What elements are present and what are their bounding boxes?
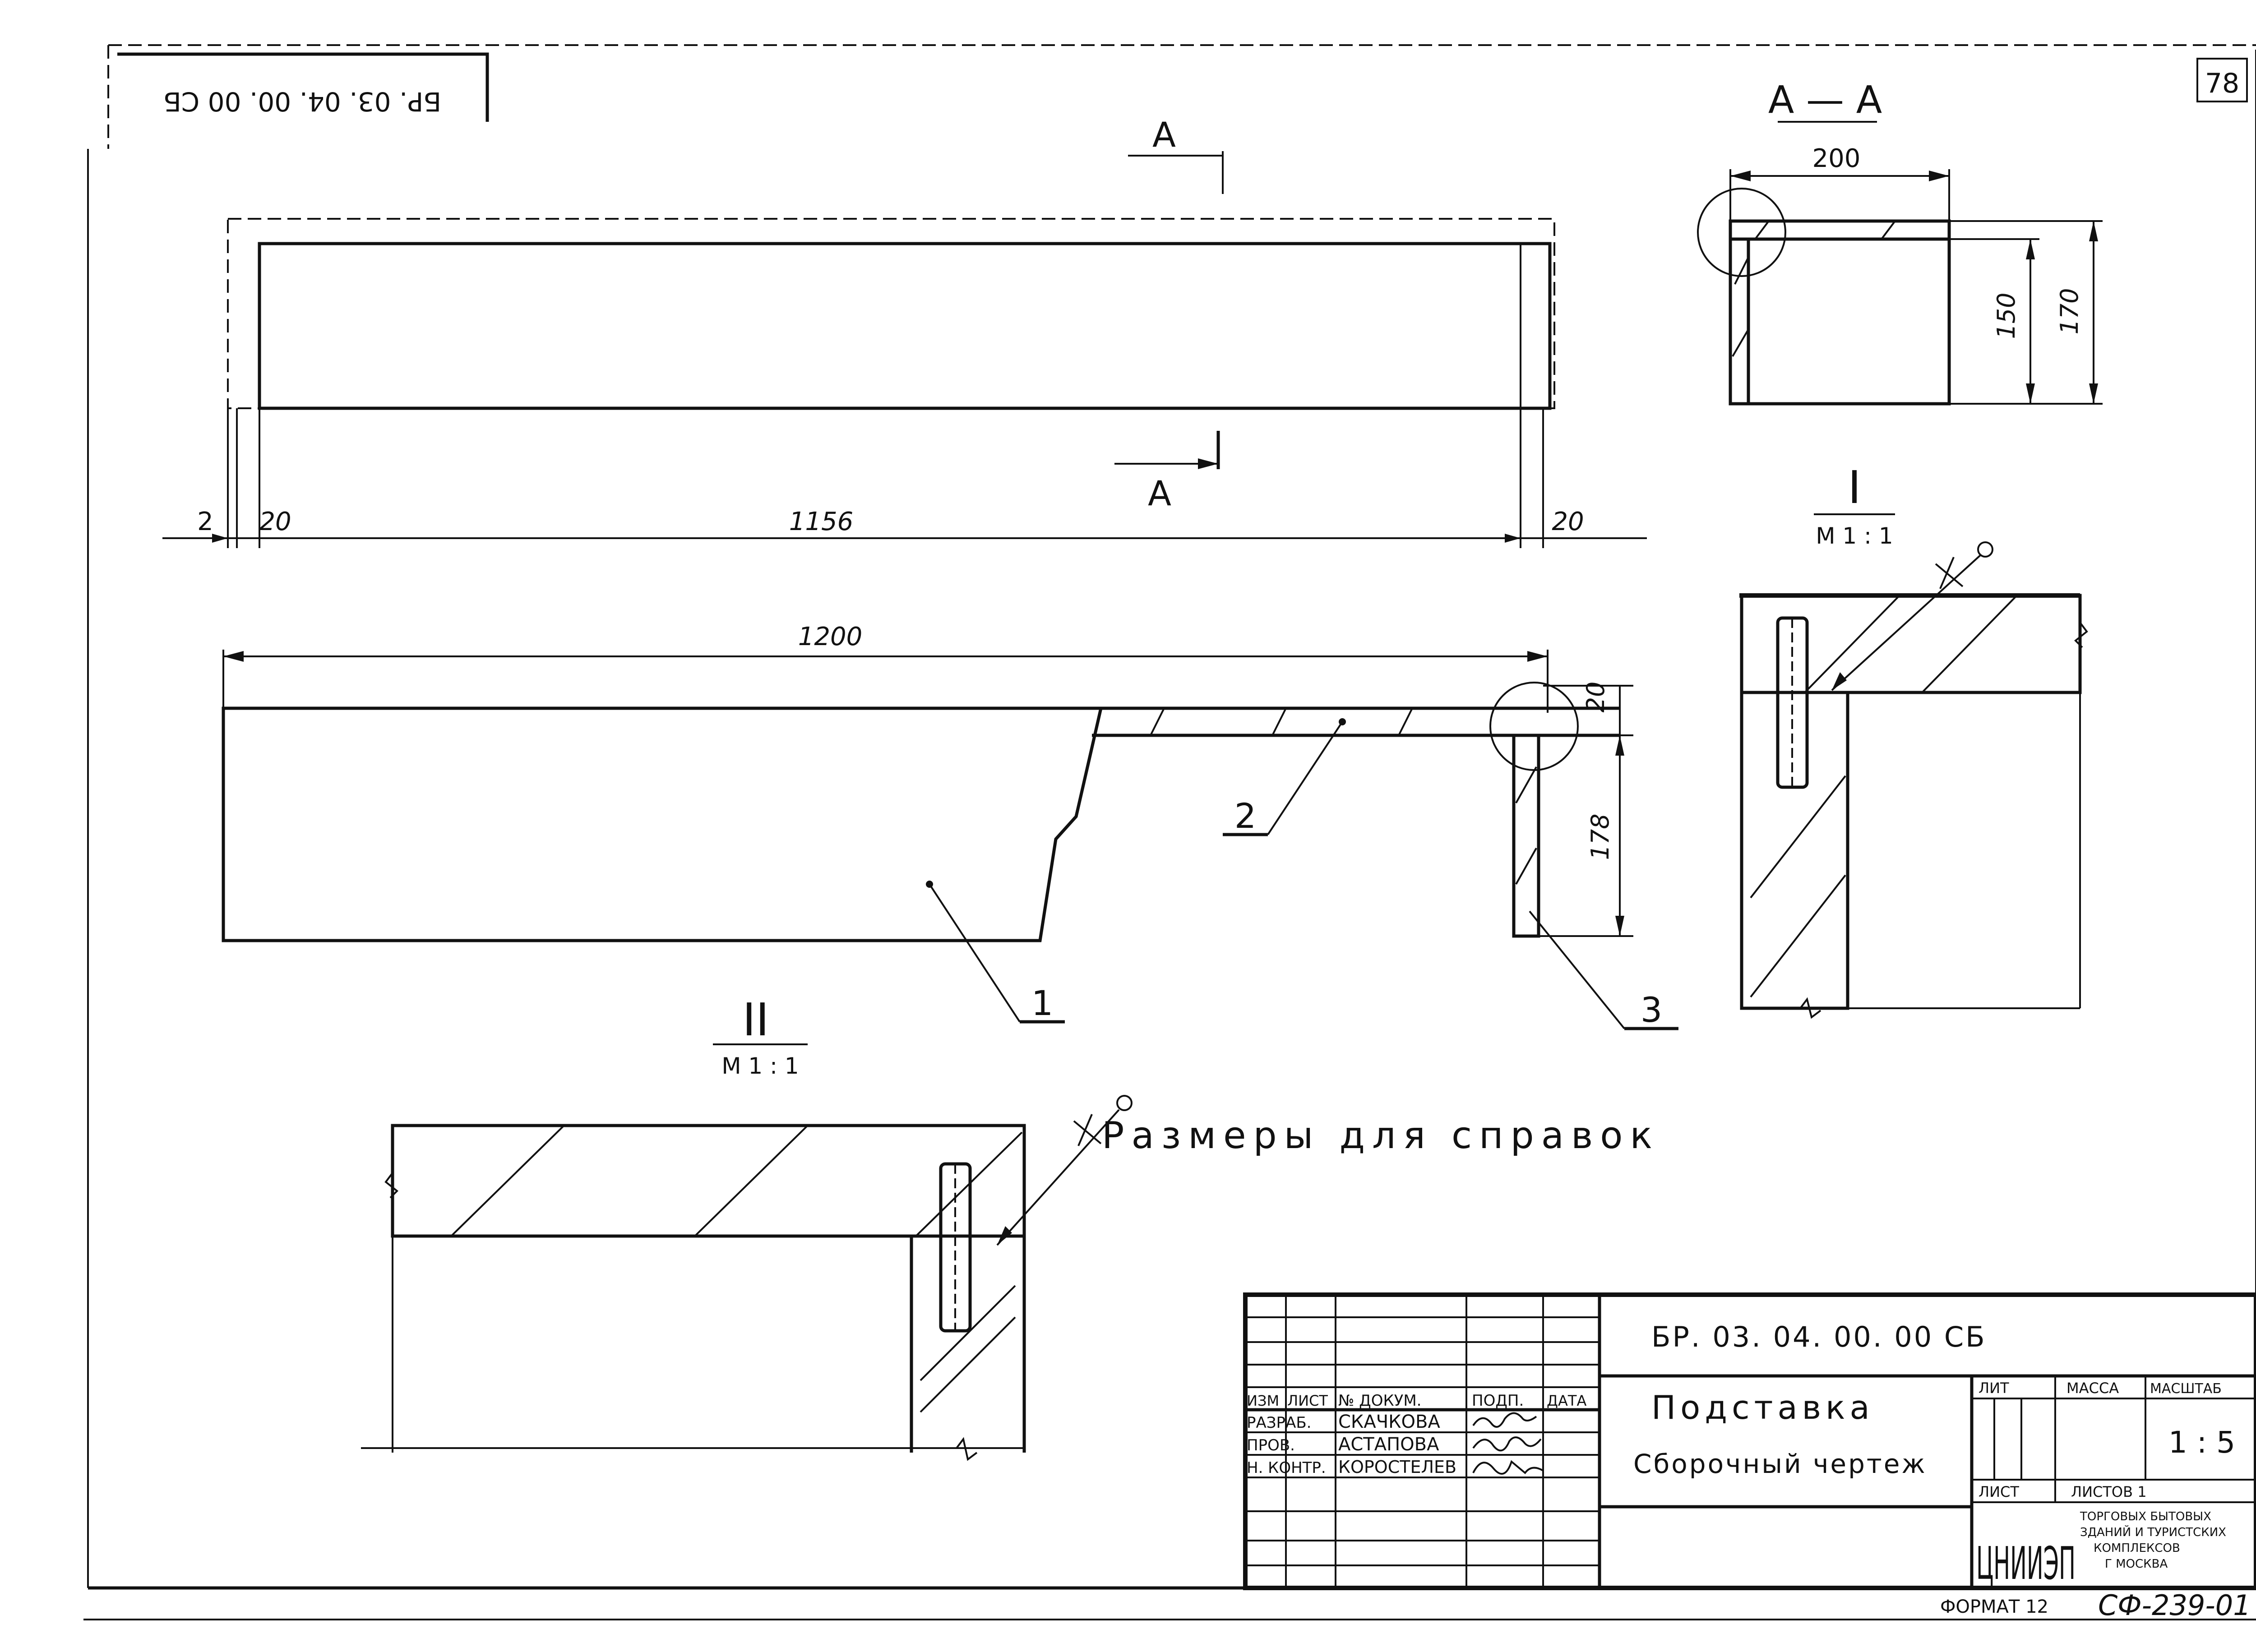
hdr-doc: № ДОКУМ. [1338, 1392, 1422, 1410]
section-a-a: А — А 200 150 170 [1697, 78, 2103, 406]
detail-i: I М 1 : 1 [1739, 461, 2088, 1019]
scale-label: МАСШТАБ [2150, 1381, 2222, 1397]
organization-line-3: КОМПЛЕКСОВ [2094, 1541, 2180, 1555]
top-view: 2 20 1156 20 [162, 218, 1647, 548]
sheets-label: ЛИСТОВ 1 [2071, 1483, 2147, 1500]
drawing-type: Сборочный чертеж [1633, 1449, 1927, 1479]
detail-ii: II М 1 : 1 [361, 993, 1133, 1461]
detail-ii-roman: II [743, 993, 769, 1046]
item-name: Подставка [1651, 1389, 1874, 1426]
role-developer: РАЗРАБ. [1247, 1414, 1311, 1432]
section-letter-bottom: А [1148, 473, 1171, 513]
front-view: 1200 20 178 [222, 622, 1633, 942]
organization-logo: ЦНИИЭП [1976, 1537, 2076, 1590]
name-norm-control: КОРОСТЕЛЕВ [1338, 1457, 1456, 1477]
section-letter-top: А [1152, 115, 1176, 155]
detail-i-roman: I [1848, 461, 1861, 514]
name-checker: АСТАПОВА [1338, 1434, 1439, 1455]
sheet-frame [83, 44, 2256, 1620]
rotated-code-text: БР. 03. 04. 00. 00 СБ [163, 86, 441, 117]
role-checker: ПРОВ. [1247, 1436, 1295, 1454]
detail-ii-scale: М 1 : 1 [721, 1053, 799, 1079]
section-mark-top: А [1128, 115, 1224, 194]
rotated-code-stamp: БР. 03. 04. 00. 00 СБ [117, 52, 489, 122]
dim-1156: 1156 [789, 507, 854, 536]
organization-line-4: Г МОСКВА [2105, 1557, 2168, 1571]
dim-20-right: 20 [1552, 507, 1584, 536]
sheet-number-box: 78 [2196, 58, 2248, 102]
dim-150: 150 [1992, 292, 2020, 339]
detail-i-scale: М 1 : 1 [1816, 523, 1893, 549]
hdr-izm: ИЗМ [1247, 1392, 1279, 1409]
sheet-label: ЛИСТ [1979, 1483, 2019, 1500]
callout-label-2: 2 [1234, 796, 1256, 836]
dim-200: 200 [1812, 144, 1861, 173]
sheet-format: ФОРМАТ 12 [1940, 1597, 2048, 1617]
hdr-list: ЛИСТ [1287, 1392, 1328, 1409]
sheet-number: 78 [2205, 68, 2239, 99]
hdr-sign: ПОДП. [1472, 1392, 1524, 1410]
scale-value: 1 : 5 [2168, 1425, 2235, 1460]
section-view-title: А — А [1768, 78, 1882, 122]
lit-label: ЛИТ [1979, 1380, 2009, 1397]
callout-label-1: 1 [1031, 983, 1053, 1023]
dim-1200: 1200 [798, 622, 863, 651]
dim-170: 170 [2055, 288, 2084, 334]
callout-label-3: 3 [1641, 990, 1662, 1030]
organization-line-1: ТОРГОВЫХ БЫТОВЫХ [2080, 1510, 2211, 1523]
dim-20-vertical: 20 [1581, 682, 1610, 713]
document-code: БР. 03. 04. 00. 00 СБ [1651, 1320, 1987, 1353]
reference-dimensions-note: Размеры для справок [1102, 1114, 1660, 1157]
name-developer: СКАЧКОВА [1338, 1412, 1440, 1432]
hdr-date: ДАТА [1547, 1392, 1586, 1409]
handwritten-signatures [1472, 1412, 1544, 1475]
callout-3: 3 [1529, 910, 1678, 1030]
dim-2: 2 [197, 507, 213, 536]
role-norm-control: Н. КОНТР. [1247, 1459, 1326, 1477]
mass-label: МАССА [2066, 1380, 2119, 1397]
callout-2: 2 [1223, 718, 1346, 836]
dim-20-left: 20 [259, 507, 291, 536]
organization-line-2: ЗДАНИЙ И ТУРИСТСКИХ [2080, 1525, 2226, 1539]
drawing-number: СФ-239-01 [2098, 1589, 2251, 1622]
section-mark-bottom: А [1114, 431, 1220, 513]
title-block: ИЗМ ЛИСТ № ДОКУМ. ПОДП. ДАТА РАЗРАБ. СКА… [1243, 1292, 2256, 1590]
dim-178: 178 [1586, 813, 1614, 860]
callout-1: 1 [926, 881, 1065, 1024]
